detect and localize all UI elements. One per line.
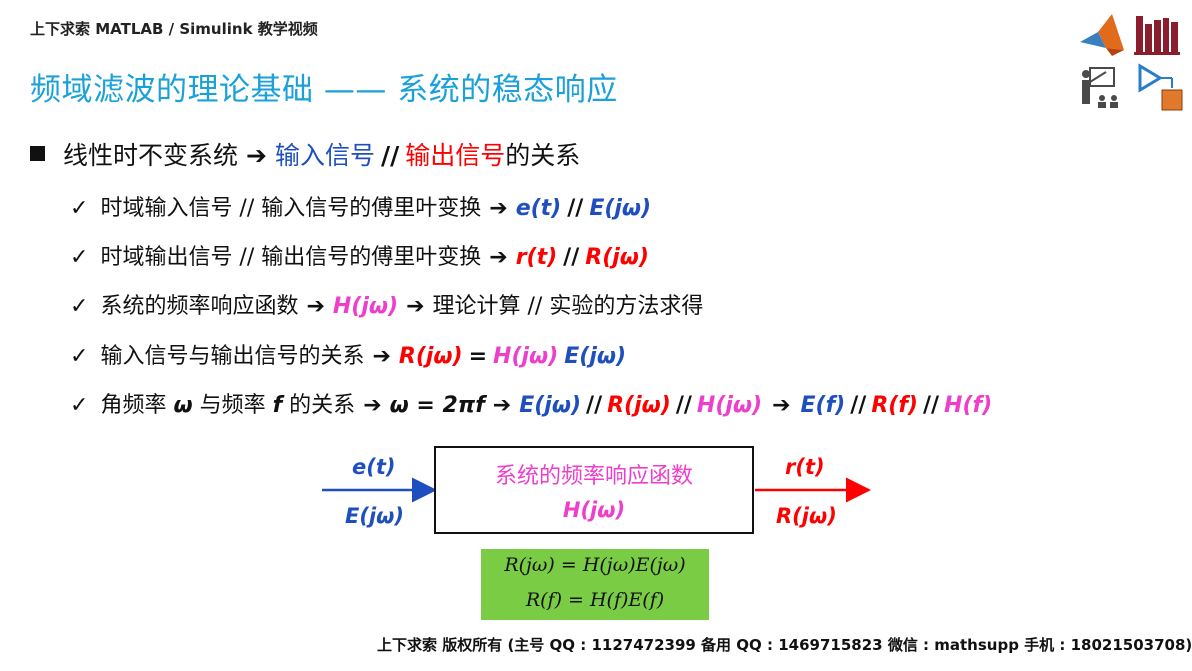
- check-icon: ✓: [70, 196, 89, 221]
- main-bullet-sep: //: [380, 141, 400, 170]
- item-formula-1: e(t): [515, 196, 562, 221]
- E-f: E(f): [800, 393, 846, 418]
- list-item: ✓角频率 ω 与频率 f 的关系➔ω = 2πf➔E(jω)//R(jω)//H…: [70, 387, 992, 419]
- diagram-input-time: e(t): [352, 455, 396, 479]
- sep: //: [675, 393, 692, 418]
- R-jw: R(jω): [607, 393, 671, 418]
- relation-eq: =: [468, 344, 488, 369]
- item-sep: //: [567, 196, 584, 221]
- top-label: 上下求索 MATLAB / Simulink 教学视频: [30, 20, 318, 38]
- right-arrow-icon: ➔: [492, 393, 512, 418]
- sep: //: [922, 393, 940, 418]
- f-symbol: f: [272, 393, 283, 418]
- item-method: 理论计算 // 实验的方法求得: [432, 294, 704, 319]
- item-text: 系统的频率响应函数: [100, 294, 299, 319]
- square-bullet-icon: [30, 146, 45, 161]
- sep: //: [850, 393, 867, 418]
- check-icon: ✓: [70, 294, 89, 319]
- right-arrow-icon: ➔: [406, 294, 425, 319]
- item-suffix: 的关系: [289, 393, 356, 418]
- system-block-h: H(jω): [562, 498, 626, 522]
- item-formula-2: E(jω): [589, 196, 652, 221]
- equation-jw: R(jω) = H(jω)E(jω): [504, 554, 686, 576]
- item-formula-1: H(jω): [332, 294, 399, 319]
- item-text: 输入信号与输出信号的关系: [100, 344, 365, 369]
- right-arrow-icon: ➔: [372, 344, 391, 369]
- relation-lhs: R(jω): [398, 344, 463, 369]
- right-arrow-icon: ➔: [772, 393, 791, 418]
- item-text: 时域输出信号 // 输出信号的傅里叶变换: [100, 245, 482, 270]
- E-jw: E(jω): [519, 393, 582, 418]
- main-bullet-input: 输入信号: [274, 141, 375, 170]
- item-formula-2: R(jω): [585, 245, 649, 270]
- teacher-presentation-icon: [1082, 67, 1118, 108]
- main-bullet-suffix: 的关系: [505, 141, 581, 170]
- omega-formula: ω = 2πf: [389, 393, 485, 418]
- page-title: 频域滤波的理论基础 —— 系统的稳态响应: [30, 72, 618, 108]
- right-arrow-icon: ➔: [363, 393, 382, 418]
- main-bullet: 线性时不变系统➔输入信号//输出信号的关系: [30, 136, 580, 172]
- check-icon: ✓: [70, 344, 89, 369]
- diagram-output-freq: R(jω): [776, 504, 837, 528]
- item-mid: 与频率: [199, 393, 266, 418]
- list-item: ✓ 输入信号与输出信号的关系 ➔ R(jω)=H(jω)E(jω): [70, 338, 626, 370]
- books-icon: [1134, 16, 1180, 55]
- right-arrow-icon: ➔: [246, 141, 267, 170]
- right-arrow-icon: ➔: [489, 245, 508, 270]
- item-text: 时域输入信号 // 输入信号的傅里叶变换: [100, 196, 482, 221]
- system-block-title: 系统的频率响应函数: [494, 464, 693, 489]
- header-icons: [1080, 14, 1183, 111]
- equation-f: R(f) = H(f)E(f): [525, 589, 665, 611]
- relation-e: E(jω): [564, 344, 627, 369]
- R-f: R(f): [871, 393, 918, 418]
- list-item: ✓ 时域输入信号 // 输入信号的傅里叶变换 ➔ e(t)//E(jω): [70, 190, 651, 222]
- check-icon: ✓: [70, 393, 89, 418]
- check-icon: ✓: [70, 245, 89, 270]
- right-arrow-icon: ➔: [489, 196, 508, 221]
- H-f: H(f): [944, 393, 993, 418]
- list-item: ✓ 时域输出信号 // 输出信号的傅里叶变换 ➔ r(t)//R(jω): [70, 239, 649, 271]
- relation-h: H(jω): [493, 344, 559, 369]
- main-bullet-text: 线性时不变系统: [63, 141, 239, 170]
- right-arrow-icon: ➔: [306, 294, 325, 319]
- diagram-output-time: r(t): [785, 455, 825, 479]
- simulink-block-icon: [1138, 63, 1183, 111]
- system-block: 系统的频率响应函数 H(jω): [434, 446, 754, 534]
- item-prefix: 角频率: [100, 393, 167, 418]
- item-sep: //: [563, 245, 580, 270]
- equation-box: R(jω) = H(jω)E(jω) R(f) = H(f)E(f): [481, 549, 709, 620]
- main-bullet-output: 输出信号: [405, 141, 506, 170]
- diagram-input-freq: E(jω): [345, 504, 404, 528]
- matlab-logo-icon: [1080, 14, 1124, 56]
- H-jw: H(jω): [696, 393, 763, 418]
- item-formula-1: r(t): [515, 245, 558, 270]
- sep: //: [586, 393, 603, 418]
- omega-symbol: ω: [173, 393, 193, 418]
- list-item: ✓ 系统的频率响应函数 ➔ H(jω) ➔ 理论计算 // 实验的方法求得: [70, 288, 703, 320]
- footer-copyright: 上下求索 版权所有 (主号 QQ : 1127472399 备用 QQ : 14…: [377, 636, 1192, 654]
